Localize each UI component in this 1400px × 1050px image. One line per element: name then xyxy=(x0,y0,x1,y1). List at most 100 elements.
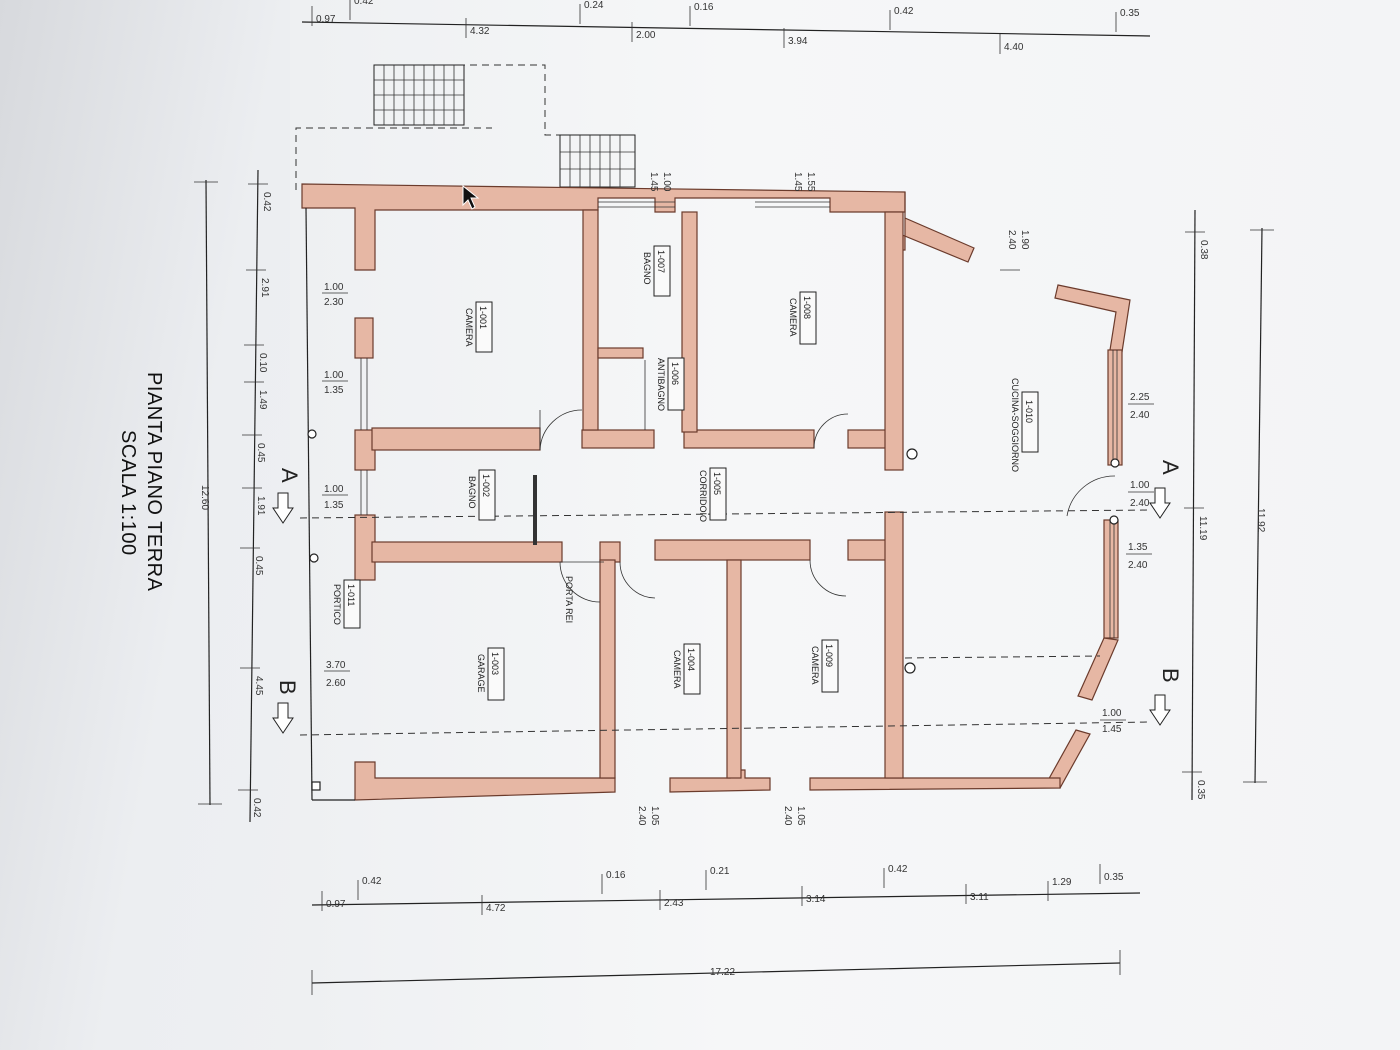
svg-text:1.45: 1.45 xyxy=(792,172,803,192)
svg-text:1.45: 1.45 xyxy=(1102,724,1122,735)
dim-label: 0.42 xyxy=(362,876,382,887)
svg-text:1-011: 1-011 xyxy=(346,584,356,606)
dim-label: 2.91 xyxy=(259,278,270,298)
svg-text:2.40: 2.40 xyxy=(1130,498,1150,509)
svg-text:CAMERA: CAMERA xyxy=(810,646,820,685)
svg-text:2.40: 2.40 xyxy=(1006,230,1017,250)
mouse-cursor-icon xyxy=(462,184,480,210)
svg-text:1-006: 1-006 xyxy=(670,362,680,385)
dimension-bottom: 0.970.424.720.162.430.213.140.423.111.29… xyxy=(311,864,1141,995)
dim-label: 2.00 xyxy=(636,30,656,41)
room-tag-1-008: 1-008 CAMERA xyxy=(788,291,817,345)
dim-label: 1.29 xyxy=(1052,877,1072,888)
dim-label: 3.11 xyxy=(970,892,989,903)
svg-text:1-010: 1-010 xyxy=(1024,400,1034,423)
dim-label: 4.32 xyxy=(470,26,490,37)
dim-label: 0.16 xyxy=(606,870,626,881)
section-b-left-label: B xyxy=(275,680,300,695)
svg-text:1.00: 1.00 xyxy=(324,282,344,293)
title-line-2: SCALA 1:100 xyxy=(117,430,139,556)
dim-label: 4.40 xyxy=(1004,42,1024,53)
dim-label: 3.14 xyxy=(806,894,826,905)
dimension-top: 0.97 0.42 4.32 0.24 2.00 0.16 3.94 0.42 4.40 0.35 xyxy=(301,0,1151,54)
svg-text:1.05: 1.05 xyxy=(795,806,806,826)
dim-label: 0.45 xyxy=(253,556,264,576)
room-tag-1-007: 1-007 BAGNO xyxy=(642,245,671,297)
dim-label: 0.35 xyxy=(1195,780,1206,800)
svg-text:CAMERA: CAMERA xyxy=(672,650,682,689)
svg-text:1.05: 1.05 xyxy=(649,806,660,826)
svg-text:CAMERA: CAMERA xyxy=(464,308,474,347)
dim-label: 1.91 xyxy=(255,496,266,516)
svg-text:1.45: 1.45 xyxy=(648,172,659,192)
drawing-title: PIANTA PIANO TERRA SCALA 1:100 xyxy=(117,372,165,592)
room-tag-1-006: 1-006 ANTIBAGNO xyxy=(656,357,685,411)
portico-outline xyxy=(305,207,1120,801)
room-labels: 1-001 CAMERA 1-002 BAGNO 1-003 GARAGE 1-… xyxy=(332,245,1039,701)
svg-text:ANTIBAGNO: ANTIBAGNO xyxy=(656,358,666,411)
door-swings xyxy=(539,360,1116,603)
svg-text:2.30: 2.30 xyxy=(324,297,344,308)
svg-text:1-004: 1-004 xyxy=(686,648,696,671)
svg-text:1-007: 1-007 xyxy=(656,250,666,273)
svg-text:1.35: 1.35 xyxy=(324,500,344,511)
drawing-sheet xyxy=(290,0,1400,1050)
svg-text:PORTICO: PORTICO xyxy=(332,584,342,625)
dim-label: 0.45 xyxy=(255,443,266,463)
svg-text:CAMERA: CAMERA xyxy=(788,298,798,337)
title-line-1: PIANTA PIANO TERRA xyxy=(143,372,165,592)
dim-label: 0.21 xyxy=(710,866,730,877)
room-tag-1-002: 1-002 BAGNO xyxy=(467,469,496,521)
dim-label: 0.42 xyxy=(354,0,374,7)
dim-label: 0.38 xyxy=(1198,240,1209,260)
room-tag-1-011: 1-011 PORTICO xyxy=(332,579,361,629)
interior-walls xyxy=(371,209,904,779)
dimension-left: 0.422.910.101.490.451.910.454.450.42 12.… xyxy=(194,169,272,823)
svg-text:1-008: 1-008 xyxy=(802,296,812,319)
room-tag-1-003: 1-003 GARAGE xyxy=(476,647,505,701)
dim-label: 0.42 xyxy=(251,798,262,818)
svg-text:BAGNO: BAGNO xyxy=(467,476,477,509)
dim-label: 0.42 xyxy=(894,6,914,17)
room-tag-1-005: 1-005 CORRIDOIO xyxy=(698,467,727,522)
section-markers: A B A B xyxy=(272,460,1183,734)
dim-label: 2.43 xyxy=(664,898,684,909)
svg-text:2.40: 2.40 xyxy=(782,806,793,826)
svg-text:1.55: 1.55 xyxy=(805,172,816,192)
outer-walls xyxy=(301,183,1131,801)
svg-text:1.35: 1.35 xyxy=(1128,542,1148,553)
dim-label: 11.19 xyxy=(1197,516,1208,541)
svg-text:CORRIDOIO: CORRIDOIO xyxy=(698,470,708,522)
dim-label: 0.42 xyxy=(261,192,272,212)
svg-text:1.00: 1.00 xyxy=(1130,480,1150,491)
dim-label: 0.35 xyxy=(1120,8,1140,19)
door-rei-label: PORTA REI xyxy=(564,576,574,623)
svg-text:1.90: 1.90 xyxy=(1019,230,1030,250)
dim-label: 0.97 xyxy=(316,14,336,25)
svg-text:GARAGE: GARAGE xyxy=(476,654,486,693)
svg-text:2.40: 2.40 xyxy=(1128,560,1148,571)
dim-label: 3.94 xyxy=(788,36,808,47)
section-b-right-label: B xyxy=(1158,668,1183,683)
dim-label: 1.49 xyxy=(257,390,268,410)
section-a-left-label: A xyxy=(277,468,302,483)
dim-label: 0.16 xyxy=(694,2,714,13)
room-tag-1-004: 1-004 CAMERA xyxy=(672,643,701,695)
svg-text:CUCINA-SOGGIORNO: CUCINA-SOGGIORNO xyxy=(1010,378,1020,472)
dim-label: 4.45 xyxy=(253,676,264,696)
svg-text:2.25: 2.25 xyxy=(1130,392,1150,403)
dim-total-bottom: 17.22 xyxy=(710,967,735,978)
dim-label: 0.10 xyxy=(257,353,268,373)
svg-text:1-003: 1-003 xyxy=(490,652,500,675)
svg-text:2.40: 2.40 xyxy=(1130,410,1150,421)
room-tag-1-009: 1-009 CAMERA xyxy=(810,639,839,693)
svg-text:BAGNO: BAGNO xyxy=(642,252,652,285)
svg-text:3.70: 3.70 xyxy=(326,660,346,671)
dim-label: 4.72 xyxy=(486,903,506,914)
svg-text:2.60: 2.60 xyxy=(326,678,346,689)
dim-label: 0.24 xyxy=(584,0,604,11)
svg-text:1.00: 1.00 xyxy=(324,484,344,495)
